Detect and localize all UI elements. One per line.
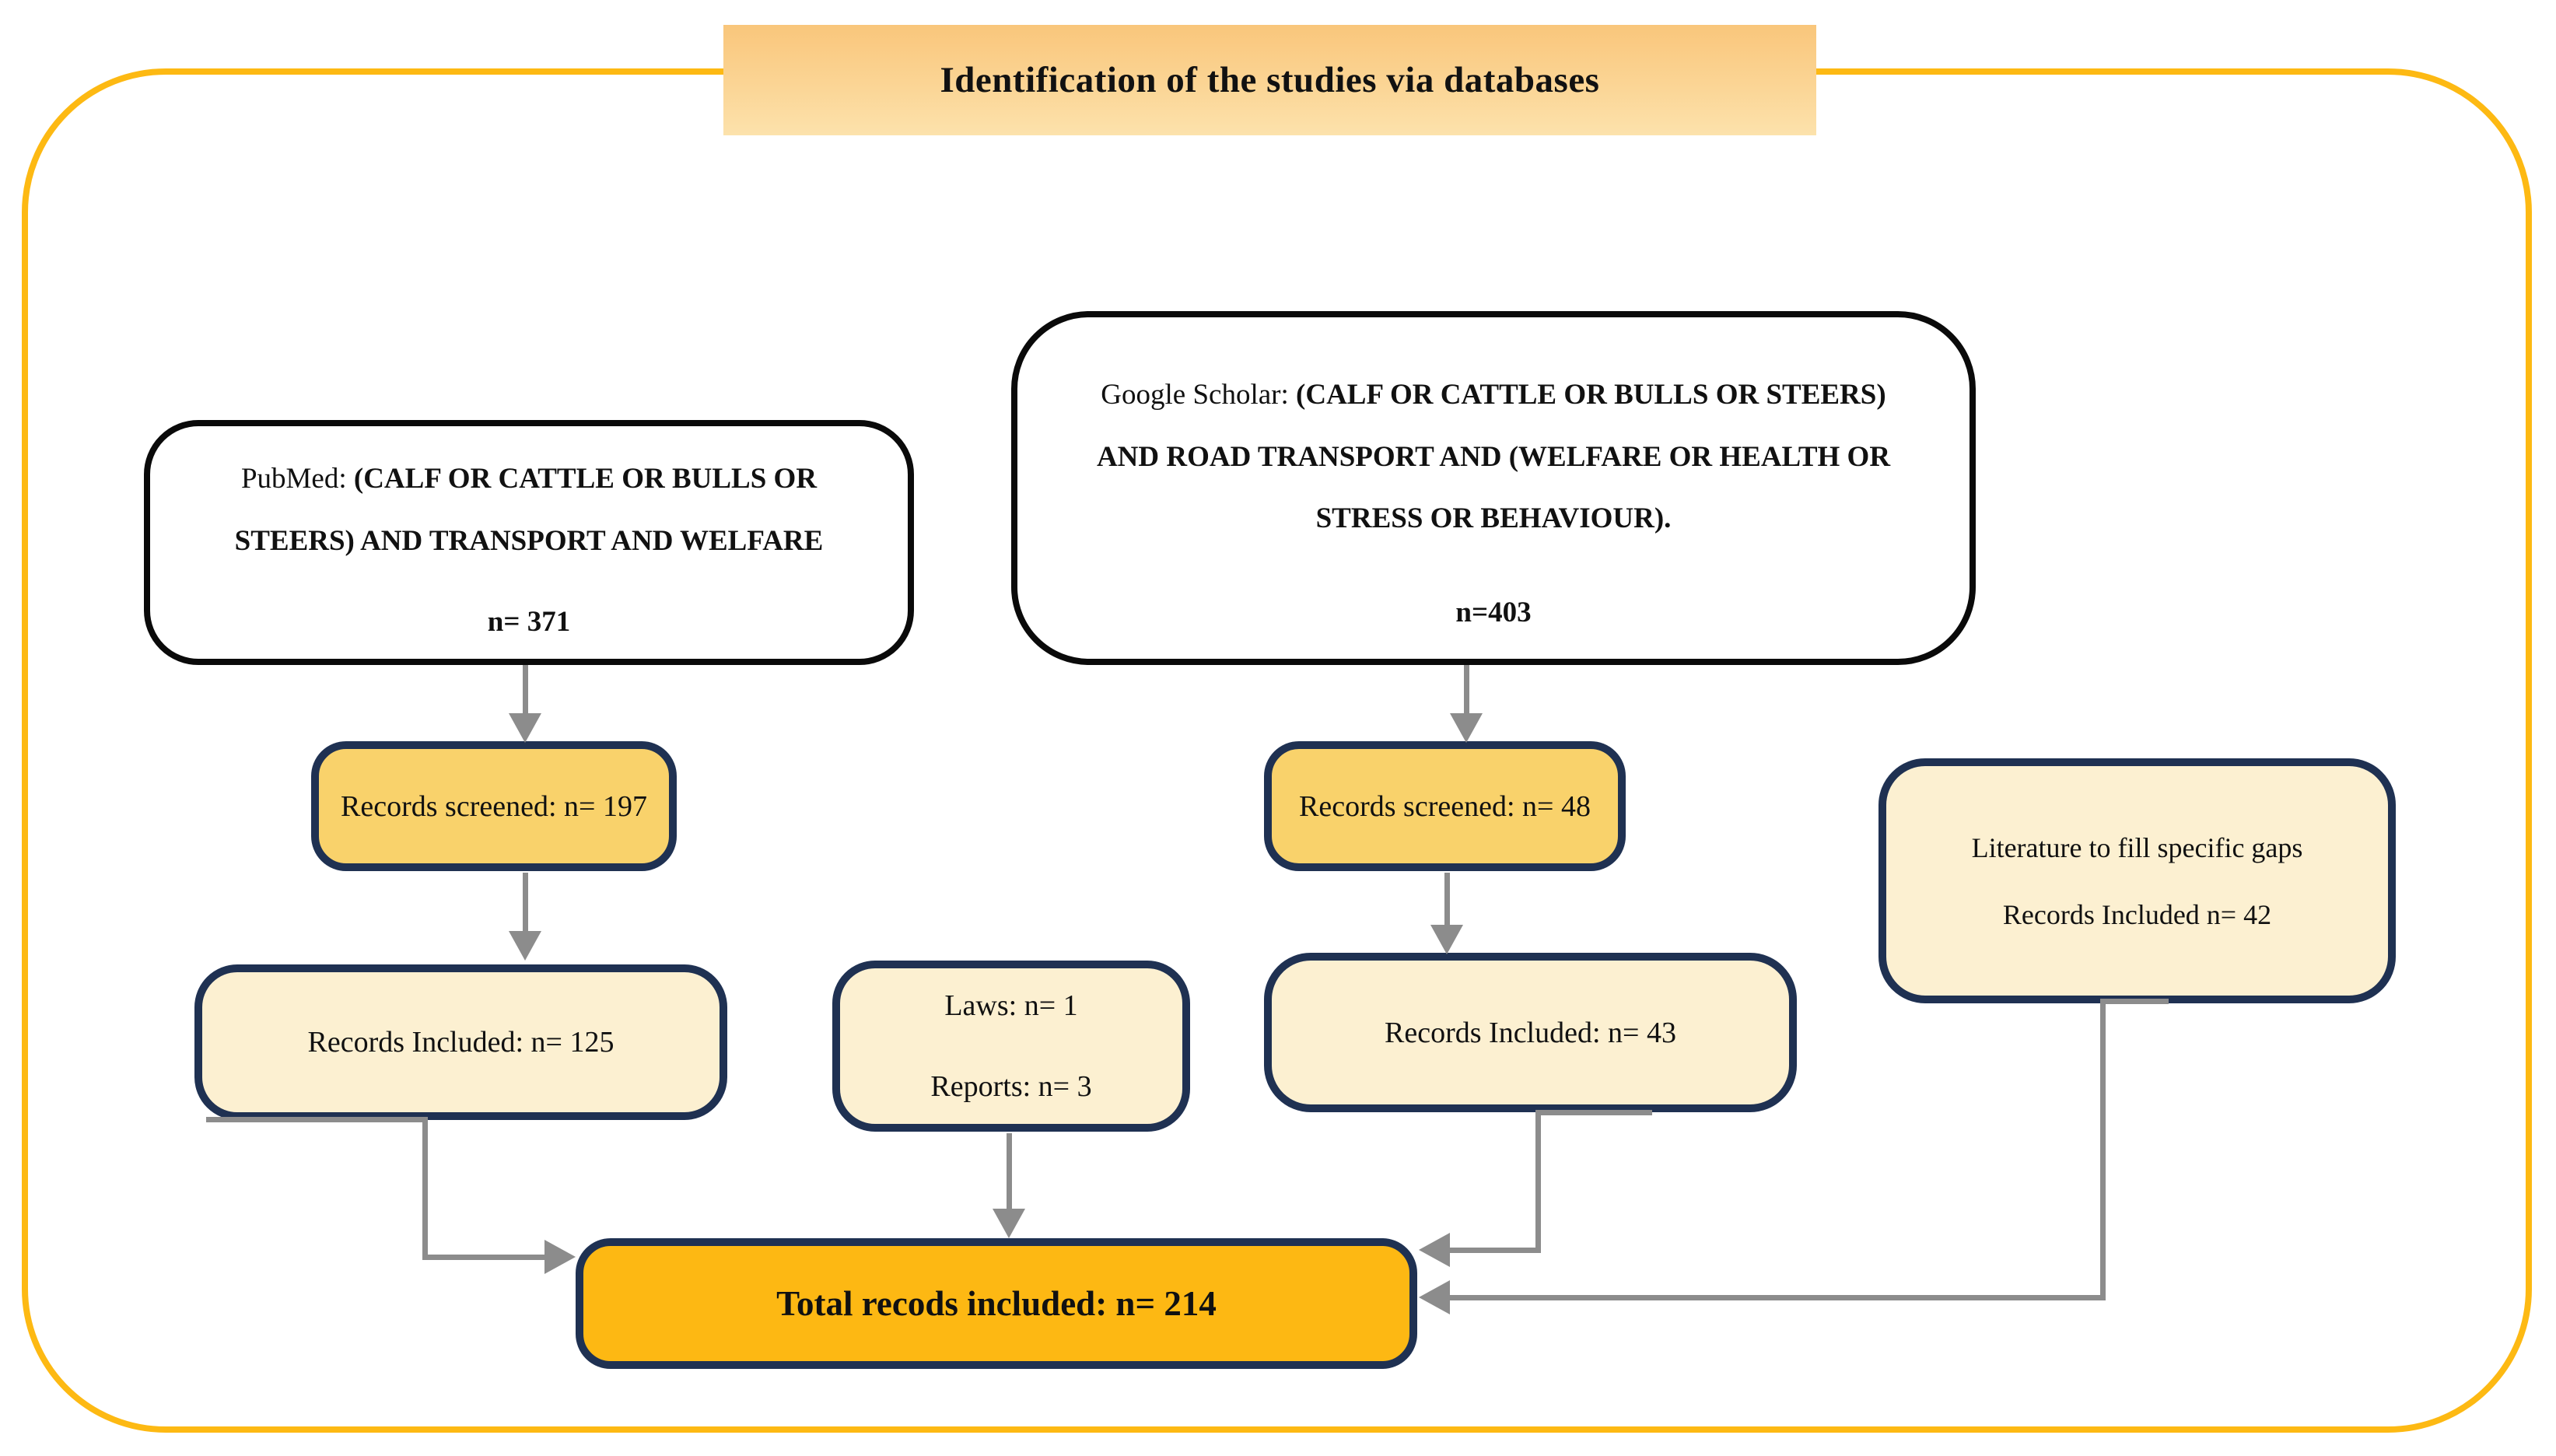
reports-label: Reports: n= 3	[930, 1070, 1092, 1103]
connector-laws-to-total	[1007, 1133, 1012, 1210]
connector-screened48-to-included43	[1444, 873, 1450, 926]
google-records-included-box: Records Included: n= 43	[1264, 953, 1797, 1112]
arrowhead-right-icon	[544, 1240, 576, 1274]
literature-gaps-box: Literature to fill specific gaps Records…	[1878, 758, 2396, 1003]
pubmed-count: n= 371	[487, 606, 571, 638]
arrowhead-left-icon	[1419, 1280, 1450, 1314]
connector-literature-horizontal	[1450, 1295, 2106, 1300]
connector-included43-horizontal	[1450, 1248, 1541, 1253]
arrowhead-down-icon	[1430, 925, 1463, 954]
google-query-text: Google Scholar: (CALF OR CATTLE OR BULLS…	[1072, 364, 1915, 550]
arrowhead-down-icon	[509, 931, 541, 961]
pubmed-records-included-box: Records Included: n= 125	[194, 964, 727, 1120]
total-records-included-box: Total recods included: n= 214	[576, 1238, 1417, 1369]
title-banner: Identification of the studies via databa…	[723, 25, 1816, 135]
connector-included125-stub	[206, 1117, 428, 1122]
connector-included43-vertical	[1535, 1110, 1541, 1253]
google-scholar-source-box: Google Scholar: (CALF OR CATTLE OR BULLS…	[1011, 311, 1976, 665]
literature-gaps-line2: Records Included n= 42	[2002, 898, 2272, 930]
connector-literature-stub	[2100, 999, 2169, 1004]
pubmed-records-screened-label: Records screened: n= 197	[341, 789, 647, 823]
pubmed-query-text: PubMed: (CALF OR CATTLE OR BULLS OR STEE…	[193, 448, 865, 572]
total-records-included-label: Total recods included: n= 214	[776, 1284, 1217, 1323]
google-count: n=403	[1455, 597, 1532, 628]
diagram-title: Identification of the studies via databa…	[940, 60, 1600, 100]
connector-literature-vertical	[2100, 999, 2106, 1300]
connector-google-to-screened	[1464, 665, 1469, 715]
pubmed-records-screened-box: Records screened: n= 197	[311, 741, 677, 871]
google-records-screened-label: Records screened: n= 48	[1299, 789, 1591, 823]
pubmed-query: (CALF OR CATTLE OR BULLS OR STEERS) AND …	[234, 463, 824, 557]
google-scholar-label: Google Scholar:	[1101, 379, 1297, 411]
connector-included43-stub	[1535, 1110, 1652, 1115]
literature-gaps-line1: Literature to fill specific gaps	[1971, 831, 2303, 863]
google-query: (CALF OR CATTLE OR BULLS OR STEERS) AND …	[1096, 379, 1891, 535]
arrowhead-down-icon	[1450, 713, 1483, 743]
connector-included125-vertical	[422, 1117, 428, 1260]
google-records-screened-box: Records screened: n= 48	[1264, 741, 1626, 871]
pubmed-records-included-label: Records Included: n= 125	[307, 1026, 614, 1059]
connector-screened197-to-included125	[523, 873, 528, 933]
laws-reports-box: Laws: n= 1 Reports: n= 3	[832, 961, 1190, 1132]
google-records-included-label: Records Included: n= 43	[1385, 1016, 1676, 1049]
arrowhead-down-icon	[993, 1209, 1025, 1238]
arrowhead-down-icon	[509, 713, 541, 743]
laws-label: Laws: n= 1	[944, 989, 1078, 1022]
connector-pubmed-to-screened	[523, 665, 528, 715]
connector-included125-horizontal	[428, 1255, 546, 1260]
pubmed-source-box: PubMed: (CALF OR CATTLE OR BULLS OR STEE…	[144, 420, 914, 665]
pubmed-label: PubMed:	[240, 463, 354, 495]
arrowhead-left-icon	[1419, 1233, 1450, 1267]
